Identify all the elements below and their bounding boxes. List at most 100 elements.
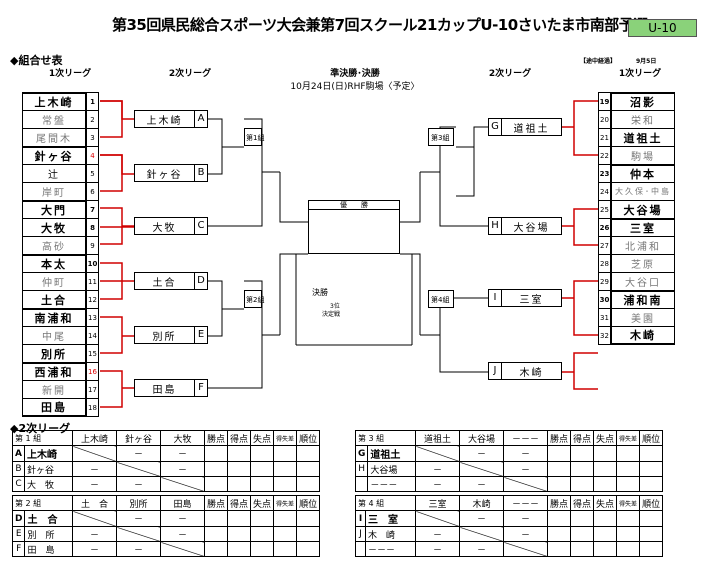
left-team-1: 上木崎 [22,92,86,111]
league-row-letter: D [11,510,25,527]
left-team-num-12: 12 [86,290,99,309]
league-cell [72,445,117,462]
league-row-letter [354,476,368,492]
league-row-team: 木 崎 [365,526,416,542]
league-row-letter: F [11,541,25,557]
bracket-lines [100,100,598,408]
league-col-head: 勝点 [203,495,229,511]
left-team-12: 土合 [22,290,86,309]
left-team-13: 南浦和 [22,308,86,327]
league-col-head: 勝点 [546,430,572,446]
league-cell: － [503,510,548,527]
third-label-2: 決定戦 [322,311,341,318]
left-team-10: 本太 [22,254,86,273]
league-cell [503,541,548,557]
league-col-head: 得点 [227,495,252,511]
left-team-num-4: 4 [86,146,99,165]
status-date: 9月5日 [636,58,657,65]
left-team-num-17: 17 [86,380,99,399]
league-cell: － [72,526,117,542]
left-team-2: 常盤 [22,110,86,129]
league-cell: － [415,526,460,542]
league-col-head: 順位 [296,430,321,446]
status-label: 【途中経過】 [580,58,617,65]
left-team-num-7: 7 [86,200,99,219]
right-team-27: 北浦和 [611,236,675,255]
left-team-num-5: 5 [86,164,99,183]
right-team-30: 浦和南 [611,290,675,309]
left-team-num-11: 11 [86,272,99,291]
league-row-letter: C [12,476,25,492]
league-row-letter: B [12,461,25,477]
league-group: 第 4 組 [355,495,416,511]
league-cell [503,476,548,492]
third-label: 3位 [330,303,340,310]
league-row-team: 大 牧 [23,476,74,492]
league-row-team: 道祖土 [367,445,416,462]
header-first-right: 1次リーグ [618,69,662,79]
right-team-28: 芝原 [611,254,675,273]
league-cell: － [116,476,161,492]
left-team-18: 田島 [22,398,86,417]
league-row-team: 上木崎 [23,445,74,462]
league-cell [459,461,504,477]
league-row-letter: I [355,510,366,527]
league-col-head: 得点 [570,430,595,446]
left-team-9: 高砂 [22,236,86,255]
league-cell: － [415,476,460,492]
right-team-num-22: 22 [598,146,611,165]
right-team-22: 駒場 [611,146,675,165]
left-team-num-18: 18 [86,398,99,417]
league-cell: － [503,461,548,477]
league-col-team: 大谷場 [459,430,504,446]
league-row-letter: J [355,526,366,542]
league-col-team: 針ヶ谷 [116,430,161,446]
right-team-num-23: 23 [598,164,611,183]
league-row-team: －－－ [365,541,416,557]
league-col-head: 失点 [250,495,275,511]
league-col-head: 得点 [227,430,252,446]
league-cell [415,510,460,527]
league-row-team: －－－ [367,476,416,492]
header-venue: 10月24日(日)RHF駒場〈予定〉 [290,82,420,92]
league-row-team: 針ヶ谷 [23,461,74,477]
right-team-num-26: 26 [598,218,611,237]
league-cell: － [160,461,205,477]
league-cell: － [116,541,161,557]
league-col-team: 大牧 [160,430,205,446]
league-row-team: 三 室 [365,510,416,527]
right-team-num-32: 32 [598,326,611,345]
league-col-team: －－－ [503,495,548,511]
league-col-team: 土 合 [72,495,117,511]
right-team-23: 仲本 [611,164,675,183]
league-row-team: 土 合 [24,510,73,527]
league-row-team: 大谷場 [367,461,416,477]
league-col-head: 失点 [593,495,618,511]
right-team-24: 大久保･中島 [611,182,675,201]
league-cell [72,510,117,527]
right-team-num-24: 24 [598,182,611,201]
league-cell: － [415,461,460,477]
league-row-team: 別 所 [24,526,73,542]
group-label-4: 第4組 [431,296,450,304]
league-col-head: 得失差 [273,430,298,446]
right-team-num-21: 21 [598,128,611,147]
group-label-2: 第2組 [246,296,265,304]
league-col-head: 得点 [570,495,595,511]
group-label-1: 第1組 [246,134,265,142]
left-team-4: 針ヶ谷 [22,146,86,165]
league-col-head: 勝点 [546,495,572,511]
right-team-19: 沼影 [611,92,675,111]
bracket-section-title: ◆組合せ表 [10,54,63,67]
left-team-num-13: 13 [86,308,99,327]
league-cell [116,461,161,477]
left-team-3: 尾間木 [22,128,86,147]
final-label: 決勝 [312,288,328,297]
league-row-letter: A [12,445,25,462]
